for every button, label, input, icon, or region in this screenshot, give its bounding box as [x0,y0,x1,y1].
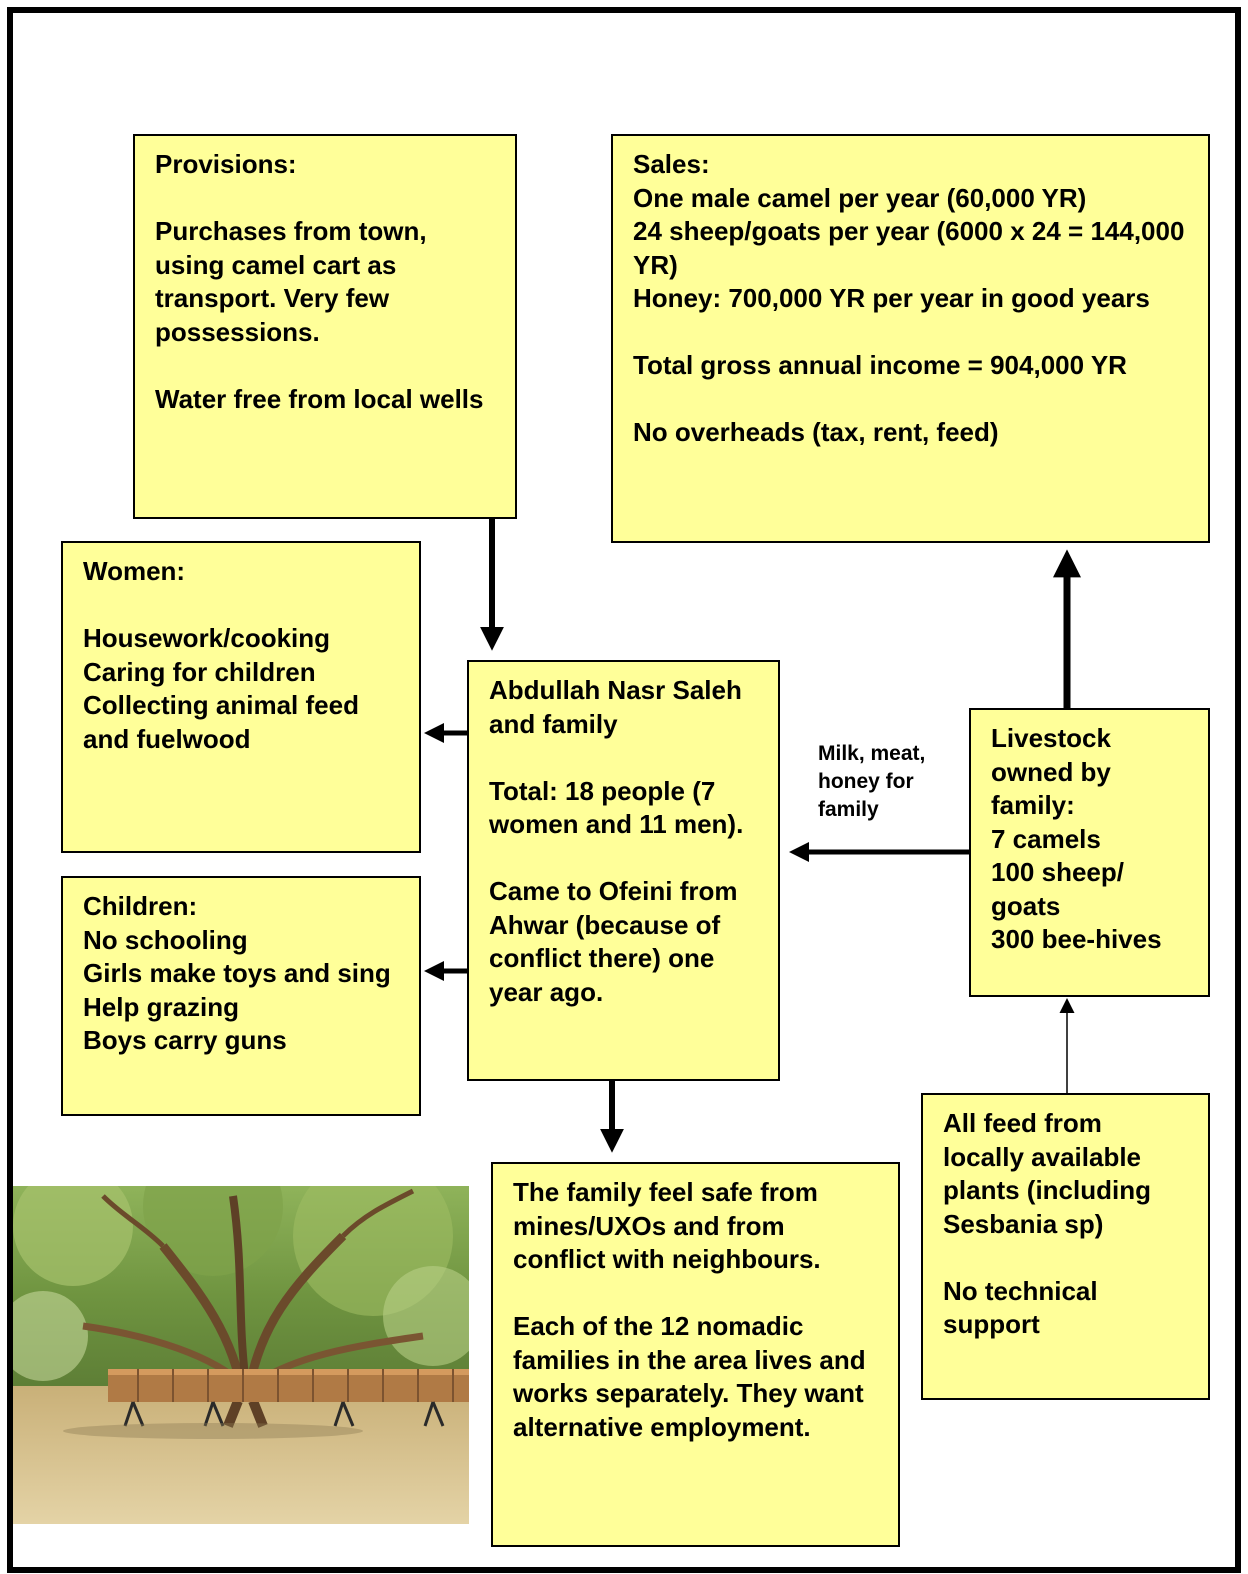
page-frame [7,7,1241,1573]
feed-text: All feed from locally available plants (… [943,1108,1151,1339]
family-text: Abdullah Nasr Saleh and family Total: 18… [489,675,744,1007]
provisions-box: Provisions: Purchases from town, using c… [133,134,517,519]
children-box: Children: No schooling Girls make toys a… [61,876,421,1116]
arrow-label-milk-meat-honey: Milk, meat, honey for family [818,742,926,821]
livestock-box: Livestock owned by family: 7 camels 100 … [969,708,1210,997]
safety-text: The family feel safe from mines/UXOs and… [513,1177,866,1442]
women-text: Women: Housework/cooking Caring for chil… [83,556,359,754]
safety-box: The family feel safe from mines/UXOs and… [491,1162,900,1547]
women-box: Women: Housework/cooking Caring for chil… [61,541,421,853]
sales-text: Sales: One male camel per year (60,000 Y… [633,149,1185,447]
beehives-photo [13,1186,469,1524]
children-text: Children: No schooling Girls make toys a… [83,891,391,1055]
family-box: Abdullah Nasr Saleh and family Total: 18… [467,660,780,1081]
feed-box: All feed from locally available plants (… [921,1093,1210,1400]
provisions-text: Provisions: Purchases from town, using c… [155,149,484,414]
sales-box: Sales: One male camel per year (60,000 Y… [611,134,1210,543]
livestock-text: Livestock owned by family: 7 camels 100 … [991,723,1162,954]
